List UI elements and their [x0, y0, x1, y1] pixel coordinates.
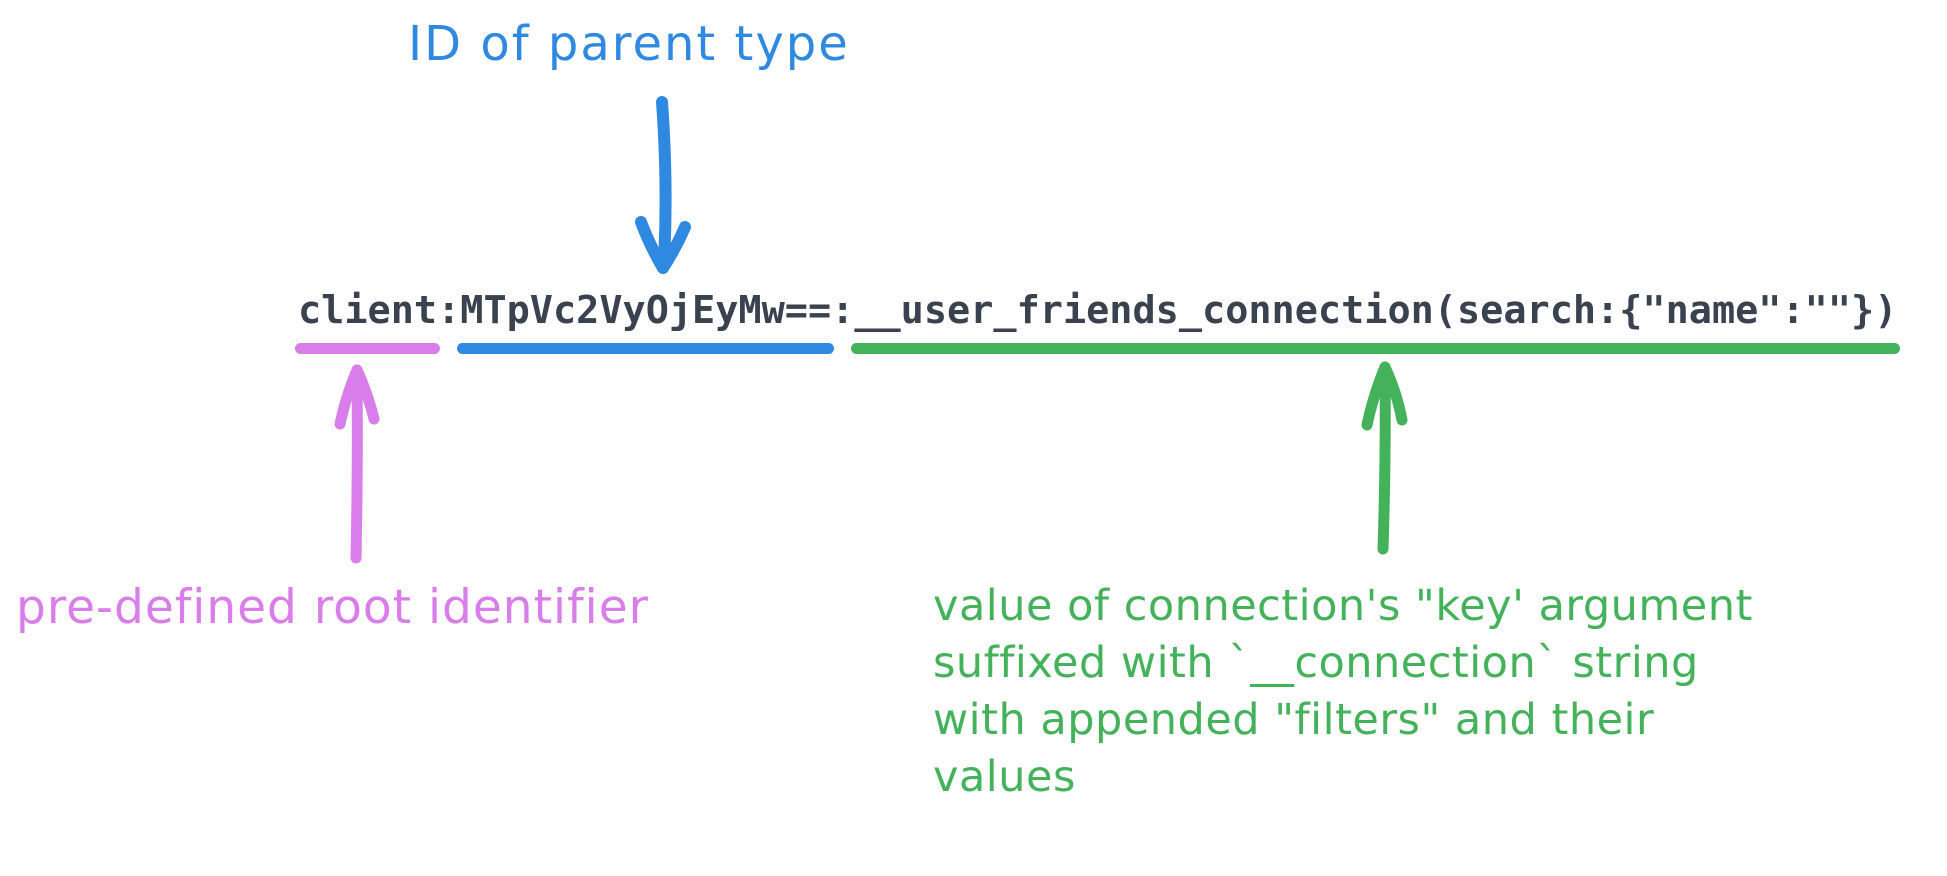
parent-id-label: ID of parent type: [408, 16, 850, 72]
parent-id-arrow-icon: [635, 96, 691, 274]
cache-key-connection-segment: __user_friends_connection(search:{"name"…: [851, 288, 1901, 354]
cache-key-separator: :: [437, 288, 461, 333]
connection-note-line: suffixed with `__connection` string: [933, 638, 1699, 688]
connection-key-arrow-icon: [1361, 361, 1408, 555]
cache-key-string: client:MTpVc2VyOjEyMw==:__user_friends_c…: [294, 288, 1901, 354]
cache-key-separator: :: [831, 288, 855, 333]
connection-note: value of connection's "key' argument suf…: [933, 578, 1753, 806]
cache-key-root-segment: client: [294, 288, 441, 354]
root-identifier-arrow-icon: [334, 364, 380, 564]
connection-note-line: values: [933, 752, 1076, 802]
connection-note-line: value of connection's "key' argument: [933, 581, 1753, 631]
connection-note-line: with appended "filters" and their: [933, 695, 1655, 745]
cache-key-parent-id-segment: MTpVc2VyOjEyMw==: [457, 288, 835, 354]
root-identifier-label: pre-defined root identifier: [16, 580, 649, 635]
